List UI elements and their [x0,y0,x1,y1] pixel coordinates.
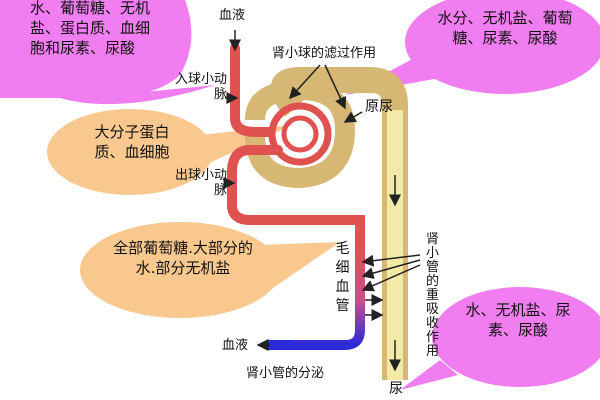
bubble-top-left-text: 水、葡萄糖、无机盐、蛋白质、血细胞和尿素、尿酸 [30,0,151,57]
bubble-lower-left [80,222,340,318]
bubble-top-right-text: 水分、无机盐、葡萄糖、尿素、尿酸 [437,9,573,47]
reabsorption-arrows [361,254,421,292]
efferent-arteriole [227,145,365,255]
urine-label: 尿 [389,381,403,397]
afferent-arteriole [230,43,275,137]
primary-urine-label: 原尿 [365,99,393,115]
bubble-lower-left-text: 全部葡萄糖.大部分的水.部分无机盐 [113,239,253,277]
renal-tubule [245,67,408,380]
afferent-arteriole-label: 入球小动脉 [174,72,227,102]
filtration-arrow-2 [324,64,347,110]
blood-out-label: 血液 [222,338,249,353]
secretion-label: 肾小管的分泌 [246,366,325,381]
peritubular-capillary [263,245,365,350]
secretion-arrows [365,294,384,321]
bubble-bottom-right [400,287,600,390]
bubble-middle-left-text: 大分子蛋白质、血细胞 [94,123,170,161]
filtration-label: 肾小球的滤过作用 [272,46,377,61]
primary-urine-arrow [343,111,363,123]
reabsorption-label: 肾小管的重吸收作用 [425,232,439,359]
bubble-bottom-right-text: 水、无机盐、尿素、尿酸 [465,301,571,339]
efferent-arteriole-label: 出球小动脉 [174,168,227,198]
filtration-arrow-1 [288,64,321,100]
blood-in-label: 血液 [219,8,246,23]
glomerulus [268,102,332,166]
bubble-top-left [0,0,215,105]
capillary-label: 毛细血管 [335,241,350,314]
